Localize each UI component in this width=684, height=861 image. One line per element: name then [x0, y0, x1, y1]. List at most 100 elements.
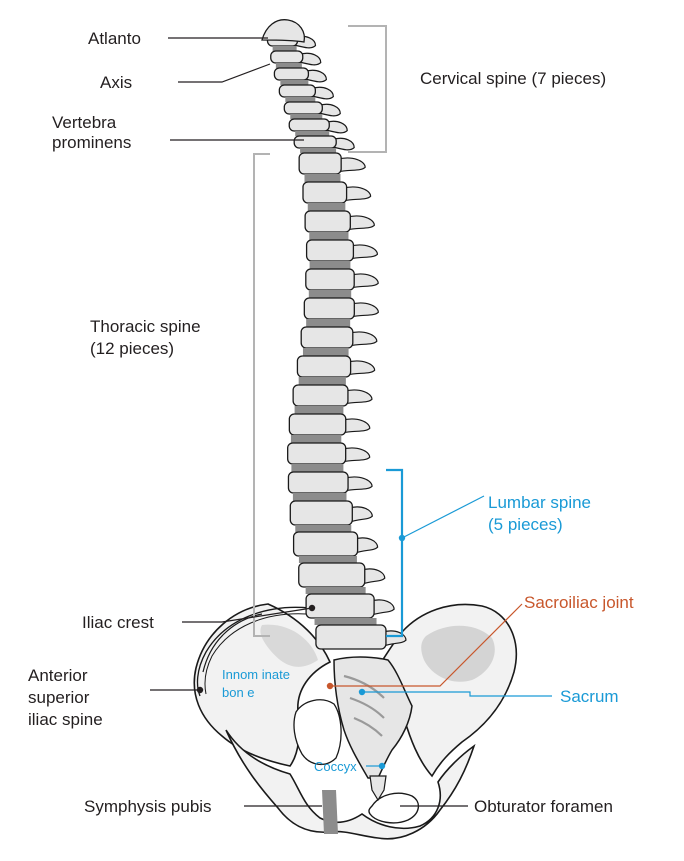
- vertebra-process: [349, 273, 379, 289]
- intervertebral-disc: [294, 406, 344, 414]
- vertebra-process: [324, 120, 348, 134]
- intervertebral-disc: [309, 261, 351, 269]
- label-coccyx: Coccyx: [314, 759, 357, 774]
- sacrum-shape: [333, 656, 413, 779]
- sacroiliac-dot: [326, 682, 334, 690]
- vertebra-body: [287, 442, 347, 465]
- leader-lines: [150, 37, 552, 807]
- intervertebral-disc: [272, 46, 297, 51]
- sacrum-dot: [358, 688, 366, 696]
- vertebra-process: [341, 418, 371, 434]
- vertebra-body: [302, 181, 348, 204]
- vertebra-body: [315, 624, 387, 650]
- intervertebral-disc: [314, 618, 377, 625]
- vertebra-body: [288, 413, 347, 436]
- symphysis-shape: [322, 790, 338, 834]
- coccyx-shape: [369, 775, 387, 802]
- label-symphysis-pubis: Symphysis pubis: [84, 797, 212, 816]
- intervertebral-disc: [306, 319, 351, 327]
- vertebra-process: [381, 630, 407, 648]
- vertebra-process: [369, 599, 395, 617]
- vertebra-process: [331, 137, 355, 151]
- left-ilium-shade: [260, 624, 318, 667]
- vertebra-process: [317, 103, 341, 117]
- vertebra-body: [293, 135, 337, 149]
- vertebra-body: [287, 471, 349, 494]
- vertebra-body: [298, 152, 342, 175]
- intervertebral-disc: [304, 174, 341, 182]
- vertebra-body: [288, 118, 330, 132]
- lumbar-dot: [398, 534, 406, 542]
- pelvis: [193, 603, 518, 840]
- vertebra-process: [343, 476, 373, 492]
- intervertebral-disc: [275, 63, 302, 68]
- pubis: [225, 729, 476, 840]
- vertebra-body: [270, 50, 304, 64]
- label-obturator-foramen: Obturator foramen: [474, 797, 613, 816]
- vertebra-body: [300, 326, 354, 349]
- vertebra-process: [346, 360, 376, 376]
- intervertebral-disc: [298, 377, 346, 385]
- vertebra-process: [348, 331, 378, 347]
- intervertebral-disc: [292, 493, 347, 501]
- intervertebral-disc: [307, 203, 346, 211]
- intervertebral-disc: [285, 97, 316, 102]
- vertebra-body: [283, 101, 323, 115]
- intervertebral-disc: [300, 148, 337, 153]
- intervertebral-disc: [295, 131, 330, 136]
- vertebra-body: [305, 239, 355, 262]
- label-lumbar-spine-1: Lumbar spine: [488, 493, 591, 512]
- label-sacrum: Sacrum: [560, 687, 619, 706]
- vertebra-process: [341, 447, 371, 463]
- intervertebral-disc: [280, 80, 309, 85]
- vertebra-body: [296, 355, 352, 378]
- intervertebral-disc: [309, 232, 349, 240]
- intervertebral-disc: [290, 114, 323, 119]
- label-iliac-crest: Iliac crest: [82, 613, 154, 632]
- label-thoracic-spine-2: (12 pieces): [90, 339, 174, 358]
- label-axis: Axis: [100, 73, 132, 92]
- vertebra-body: [305, 268, 355, 291]
- label-anterior-3: iliac spine: [28, 710, 103, 729]
- intervertebral-disc: [291, 464, 344, 472]
- right-ilium-shade: [421, 625, 495, 682]
- marker-dots: [196, 534, 406, 770]
- label-cervical-spine: Cervical spine (7 pieces): [420, 69, 606, 88]
- vertebra-process: [298, 52, 322, 66]
- vertebra-body: [273, 67, 310, 81]
- intervertebral-disc: [290, 435, 342, 443]
- vertebra-body: [289, 500, 353, 526]
- sacrum-group: [333, 656, 413, 802]
- obturator-foramen-shape: [368, 792, 419, 824]
- intervertebral-disc: [305, 587, 366, 594]
- label-thoracic-spine-1: Thoracic spine: [90, 317, 201, 336]
- vertebra-body: [303, 297, 355, 320]
- intervertebral-disc: [295, 525, 352, 532]
- label-innominate-1: Innom inate: [222, 667, 290, 682]
- atlas-vertebra: [261, 19, 306, 43]
- vertebra-process: [348, 244, 379, 260]
- vertebra-body: [305, 593, 375, 619]
- label-anterior-1: Anterior: [28, 666, 88, 685]
- label-atlanto: Atlanto: [88, 29, 141, 48]
- label-sacroiliac-joint: Sacroiliac joint: [524, 593, 634, 612]
- label-innominate-2: bon e: [222, 685, 255, 700]
- pelvic-inlet: [293, 699, 342, 765]
- intervertebral-disc: [308, 290, 352, 298]
- label-vertebra-prominens-2: prominens: [52, 133, 131, 152]
- iliac-crest-rim: [196, 606, 311, 697]
- vertebra-process: [360, 568, 386, 586]
- label-vertebra-prominens-1: Vertebra: [52, 113, 117, 132]
- thoracic-bracket: [253, 153, 270, 637]
- vertebra-process: [303, 69, 328, 83]
- vertebra-process: [349, 302, 379, 318]
- vertebra-process: [336, 157, 366, 173]
- vertebra-process: [343, 389, 373, 405]
- lumbar-bracket: [386, 468, 404, 638]
- label-anterior-2: superior: [28, 688, 90, 707]
- vertebra-body: [292, 384, 349, 407]
- anterior-spine-dot: [196, 686, 204, 694]
- cervical-bracket: [348, 25, 387, 153]
